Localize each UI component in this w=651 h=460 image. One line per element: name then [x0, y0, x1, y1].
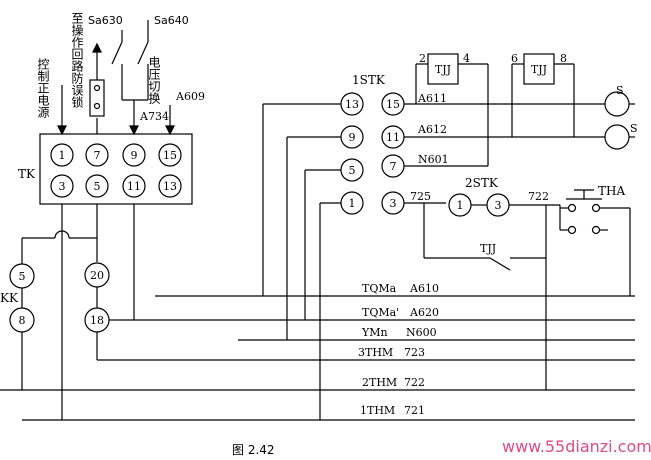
tk-contact [85, 143, 109, 167]
stk1-contact-num: 9 [349, 131, 356, 144]
bus-name: YMn [361, 326, 388, 339]
kk-contact-num: 8 [19, 314, 26, 327]
stk1-contact-num: 15 [386, 98, 400, 111]
stk1-contact-num: 1 [349, 197, 356, 210]
wire-label-722: 722 [528, 190, 549, 203]
wire-label-n601: N601 [418, 153, 449, 166]
signal-lamp-s2-label: S [630, 122, 638, 135]
bus-code: N600 [406, 326, 437, 339]
tk-contact [122, 174, 146, 198]
bus-name: 3THM [358, 346, 393, 359]
tk-contact-num: 7 [94, 149, 101, 162]
stk1-contact-num: 7 [390, 160, 397, 173]
bus-code: A610 [409, 282, 439, 295]
voltage-switch-label: 电压切换 [147, 56, 161, 104]
kk-contact-num: 5 [19, 270, 26, 283]
stk1-contact-num: 5 [349, 164, 356, 177]
signal-lamp-s1-label: S [616, 84, 624, 97]
sa640-label: Sa640 [154, 14, 189, 27]
tjj-relay-2 [523, 53, 555, 85]
tjj-relay-1 [427, 53, 459, 85]
stk1-contact-num: 11 [386, 131, 400, 144]
anti-trip-lock-label: 防误锁 [70, 71, 84, 108]
pin-label: 6 [511, 52, 518, 65]
stk2-label: 2STK [465, 176, 499, 190]
pin-label: 2 [419, 52, 426, 65]
tk-contact-num: 3 [59, 180, 66, 193]
bus-name: TQMa' [362, 306, 399, 319]
stk1-contact-num: 3 [390, 197, 397, 210]
bus-code: 723 [404, 346, 425, 359]
tk-contact-num: 15 [163, 149, 177, 162]
kk-label: KK [0, 291, 19, 305]
kk-contact-num: 18 [90, 314, 104, 327]
control-supply-label: 控制正电源 [36, 58, 50, 119]
bus-code: A620 [409, 306, 439, 319]
bus-code: 722 [404, 376, 425, 389]
figure-caption: 图 2.42 [232, 443, 275, 457]
operating-circuit-label: 至操作回路 [70, 12, 84, 73]
wire-label-a611: A611 [417, 92, 447, 105]
bus-name: TQMa [362, 282, 397, 295]
wire-label-a612: A612 [417, 123, 447, 136]
pin-label: 4 [463, 52, 470, 65]
watermark: www.55dianzi.com [502, 437, 651, 456]
tk-contact [85, 174, 109, 198]
stk2-contact-num: 3 [495, 199, 502, 212]
tha-label: THA [598, 184, 625, 198]
stk1-contact-num: 13 [345, 98, 359, 111]
tk-switch-box [39, 133, 193, 205]
tjj-relay-2-label: TJJ [531, 63, 547, 76]
kk-contact-num: 20 [90, 269, 104, 282]
tk-contact [50, 143, 74, 167]
tk-contact [122, 143, 146, 167]
tk-label: TK [18, 167, 36, 181]
bus-name: 1THM [360, 404, 395, 417]
tk-contact-num: 11 [127, 180, 141, 193]
tjj-relay-1-label: TJJ [435, 63, 451, 76]
tk-contact [158, 143, 182, 167]
tk-contact-num: 5 [94, 180, 101, 193]
tk-contact [158, 174, 182, 198]
tk-contact-num: 1 [59, 149, 66, 162]
bus-code: 721 [404, 404, 425, 417]
a734-label: A734 [139, 110, 169, 123]
tk-contact-num: 13 [163, 180, 177, 193]
tjj-contact-label: TJJ [480, 242, 496, 255]
a609-label: A609 [175, 90, 205, 103]
bus-name: 2THM [362, 376, 397, 389]
pin-label: 8 [560, 52, 567, 65]
tk-contact-num: 9 [131, 149, 138, 162]
stk2-contact-num: 1 [457, 199, 464, 212]
signal-lamp-s2 [604, 124, 630, 150]
wire-label-725: 725 [410, 190, 431, 203]
tk-contact [50, 174, 74, 198]
stk1-label: 1STK [352, 73, 386, 87]
sa630-label: Sa630 [88, 14, 123, 27]
